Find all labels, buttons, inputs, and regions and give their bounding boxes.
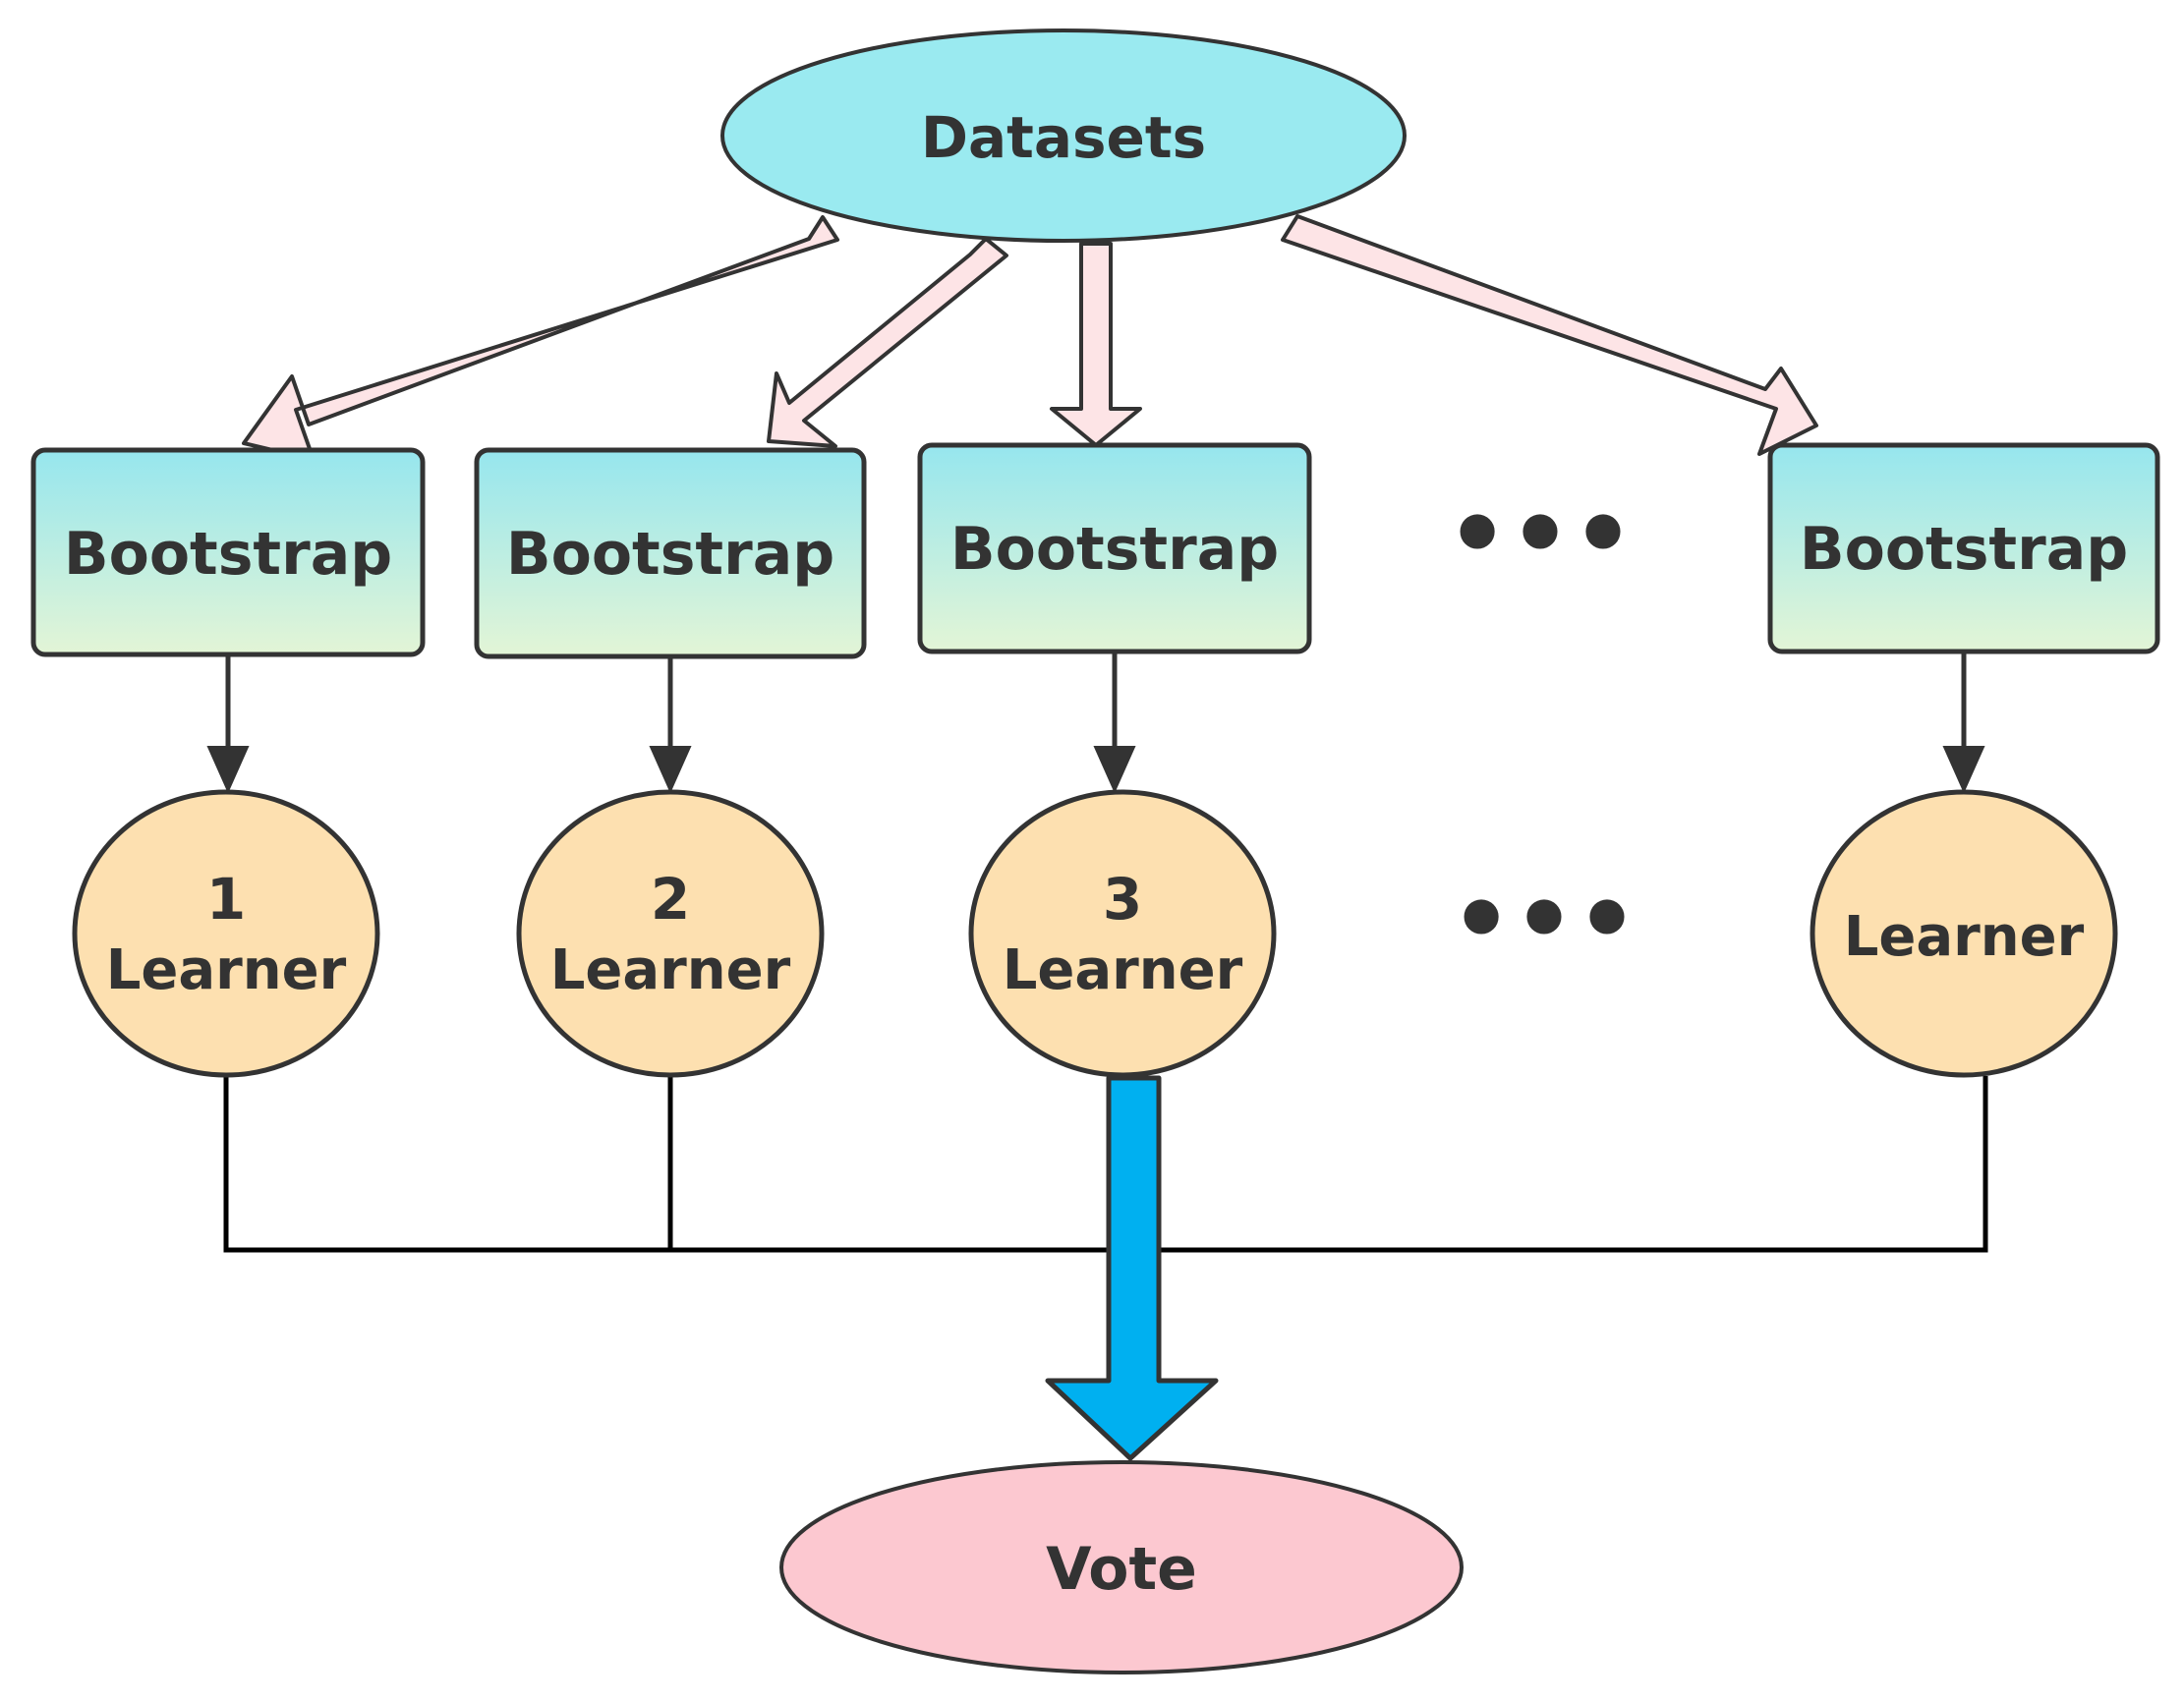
bootstrap-learner-arrowhead-1 [206, 746, 250, 794]
learner-ellipsis: ••• [1450, 862, 1638, 977]
learner-circle [516, 789, 825, 1078]
learner-label: Learner [550, 938, 791, 1002]
learner-node-4: Learner [1810, 789, 2118, 1078]
learner-node-2: 2 Learner [516, 789, 825, 1078]
bootstrap-label: Bootstrap [1800, 515, 2128, 584]
arrow-to-bootstrap-2 [767, 237, 1008, 448]
vote-label: Vote [1046, 1535, 1197, 1604]
learner-number: 2 [651, 866, 690, 933]
arrow-to-bootstrap-4 [1281, 214, 1818, 456]
datasets-node: Datasets [720, 28, 1407, 243]
arrow-to-bootstrap-3 [1050, 242, 1142, 447]
bootstrap-box-3: Bootstrap [917, 442, 1312, 654]
learner-label: Learner [1844, 905, 2085, 969]
learner-number: 3 [1103, 866, 1142, 933]
datasets-label: Datasets [921, 104, 1206, 171]
bootstrap-box-2: Bootstrap [474, 447, 867, 659]
connector-line-1 [223, 1076, 1988, 1253]
bootstrap-box-1: Bootstrap [30, 447, 426, 657]
vote-arrow [1045, 1075, 1219, 1461]
learner-connector-lines [223, 1076, 1988, 1253]
vote-ellipse [779, 1460, 1464, 1674]
learner-node-1: 1 Learner [72, 789, 380, 1078]
learner-label: Learner [1003, 938, 1243, 1002]
bootstrap-label: Bootstrap [506, 520, 834, 589]
bootstrap-box-4: Bootstrap [1767, 442, 2160, 654]
learner-circle [1810, 789, 2118, 1078]
learner-circle [72, 789, 380, 1078]
bootstrap-learner-arrowhead-2 [649, 746, 692, 794]
vote-node: Vote [779, 1460, 1464, 1674]
bootstrap-ellipsis: ••• [1446, 477, 1635, 592]
learner-circle [968, 789, 1277, 1078]
bootstrap-label: Bootstrap [950, 515, 1279, 584]
learner-label: Learner [106, 938, 347, 1002]
bootstrap-learner-arrowhead-3 [1093, 746, 1136, 794]
datasets-to-bootstrap-arrows [242, 214, 1818, 462]
datasets-ellipse [720, 28, 1407, 243]
bootstrap-to-learner-arrows [206, 652, 1985, 794]
learner-number: 1 [206, 866, 246, 933]
arrow-to-bootstrap-1 [242, 215, 839, 462]
learner-node-3: 3 Learner [968, 789, 1277, 1078]
bootstrap-label: Bootstrap [64, 520, 392, 589]
bootstrap-learner-arrowhead-4 [1942, 746, 1985, 794]
